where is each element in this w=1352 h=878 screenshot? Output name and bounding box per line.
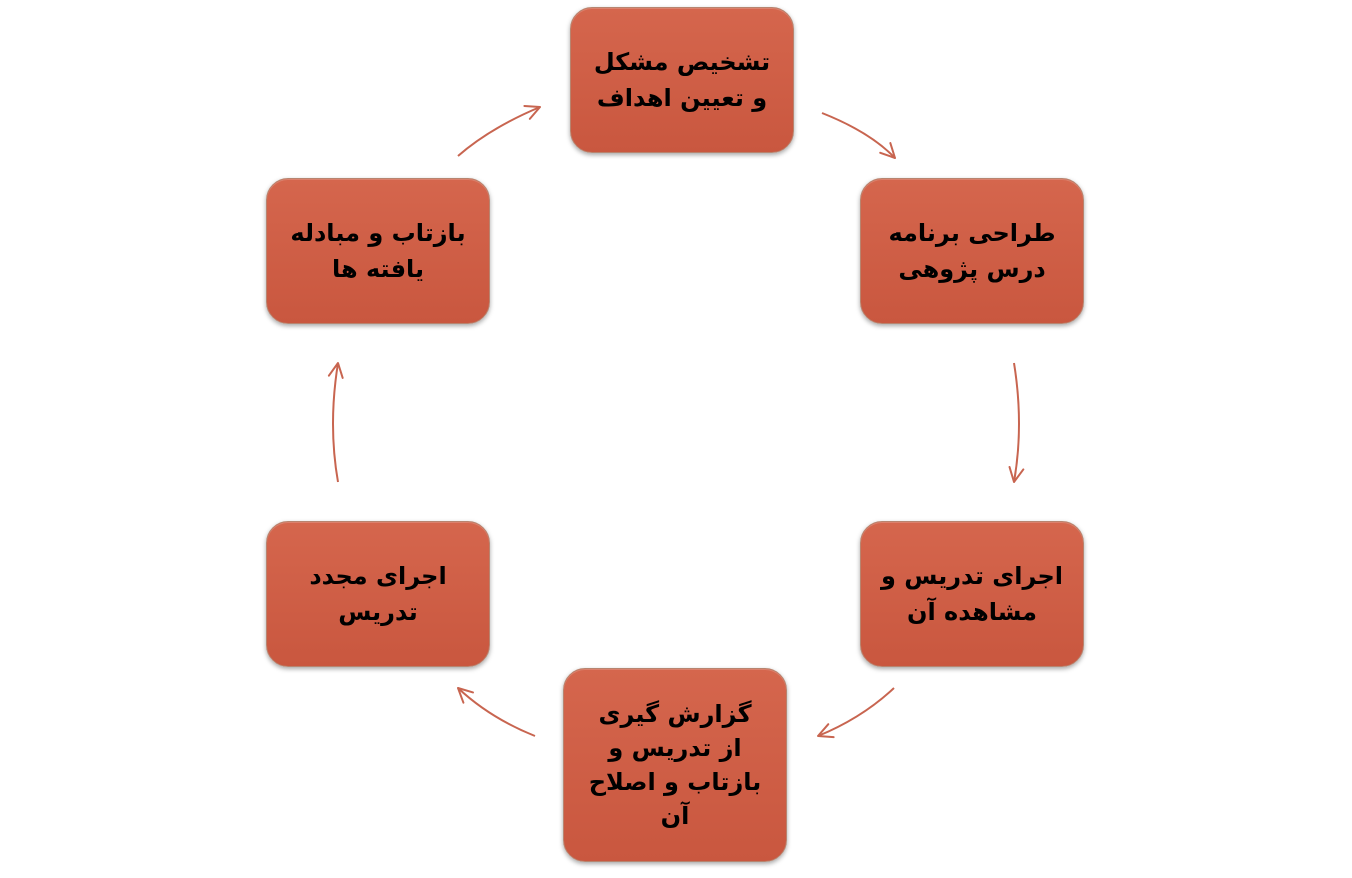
arrow-step4-to-step5 bbox=[457, 687, 536, 737]
step-reporting-and-revision: گزارش گیری از تدریس و بازتاب و اصلاح آن bbox=[563, 668, 787, 862]
arrow-step6-to-step1 bbox=[457, 104, 541, 157]
step-text-line: یافته ها bbox=[331, 255, 425, 283]
step-reteaching: اجرای مجدد تدریس bbox=[266, 521, 490, 667]
arrow-step1-to-step2 bbox=[821, 112, 896, 159]
step-text-line: آن bbox=[660, 802, 690, 830]
step-text-line: اجرای مجدد bbox=[309, 562, 447, 590]
step-text-line: و تعیین اهداف bbox=[596, 84, 768, 112]
arrow-step5-to-step6 bbox=[327, 362, 344, 483]
step-text-line: تشخیص مشکل bbox=[593, 48, 771, 76]
step-text-line: تدریس bbox=[338, 598, 418, 626]
arrow-step3-to-step4 bbox=[817, 687, 895, 739]
step-text-line: طراحی برنامه bbox=[888, 219, 1056, 247]
step-text-line: بازتاب و اصلاح bbox=[588, 768, 762, 796]
step-text-line: اجرای تدریس و bbox=[881, 562, 1063, 590]
step-text-line: درس پژوهی bbox=[898, 255, 1046, 283]
step-problem-identification: تشخیص مشکل و تعیین اهداف bbox=[570, 7, 794, 153]
step-text-line: بازتاب و مبادله bbox=[290, 219, 466, 247]
step-teaching-and-observation: اجرای تدریس و مشاهده آن bbox=[860, 521, 1084, 667]
step-reflection-and-sharing: بازتاب و مبادله یافته ها bbox=[266, 178, 490, 324]
step-lesson-planning: طراحی برنامه درس پژوهی bbox=[860, 178, 1084, 324]
step-text-line: مشاهده آن bbox=[906, 598, 1038, 626]
arrow-step2-to-step3 bbox=[1008, 362, 1025, 483]
step-text-line: گزارش گیری bbox=[598, 700, 752, 728]
step-text-line: از تدریس و bbox=[608, 734, 742, 762]
